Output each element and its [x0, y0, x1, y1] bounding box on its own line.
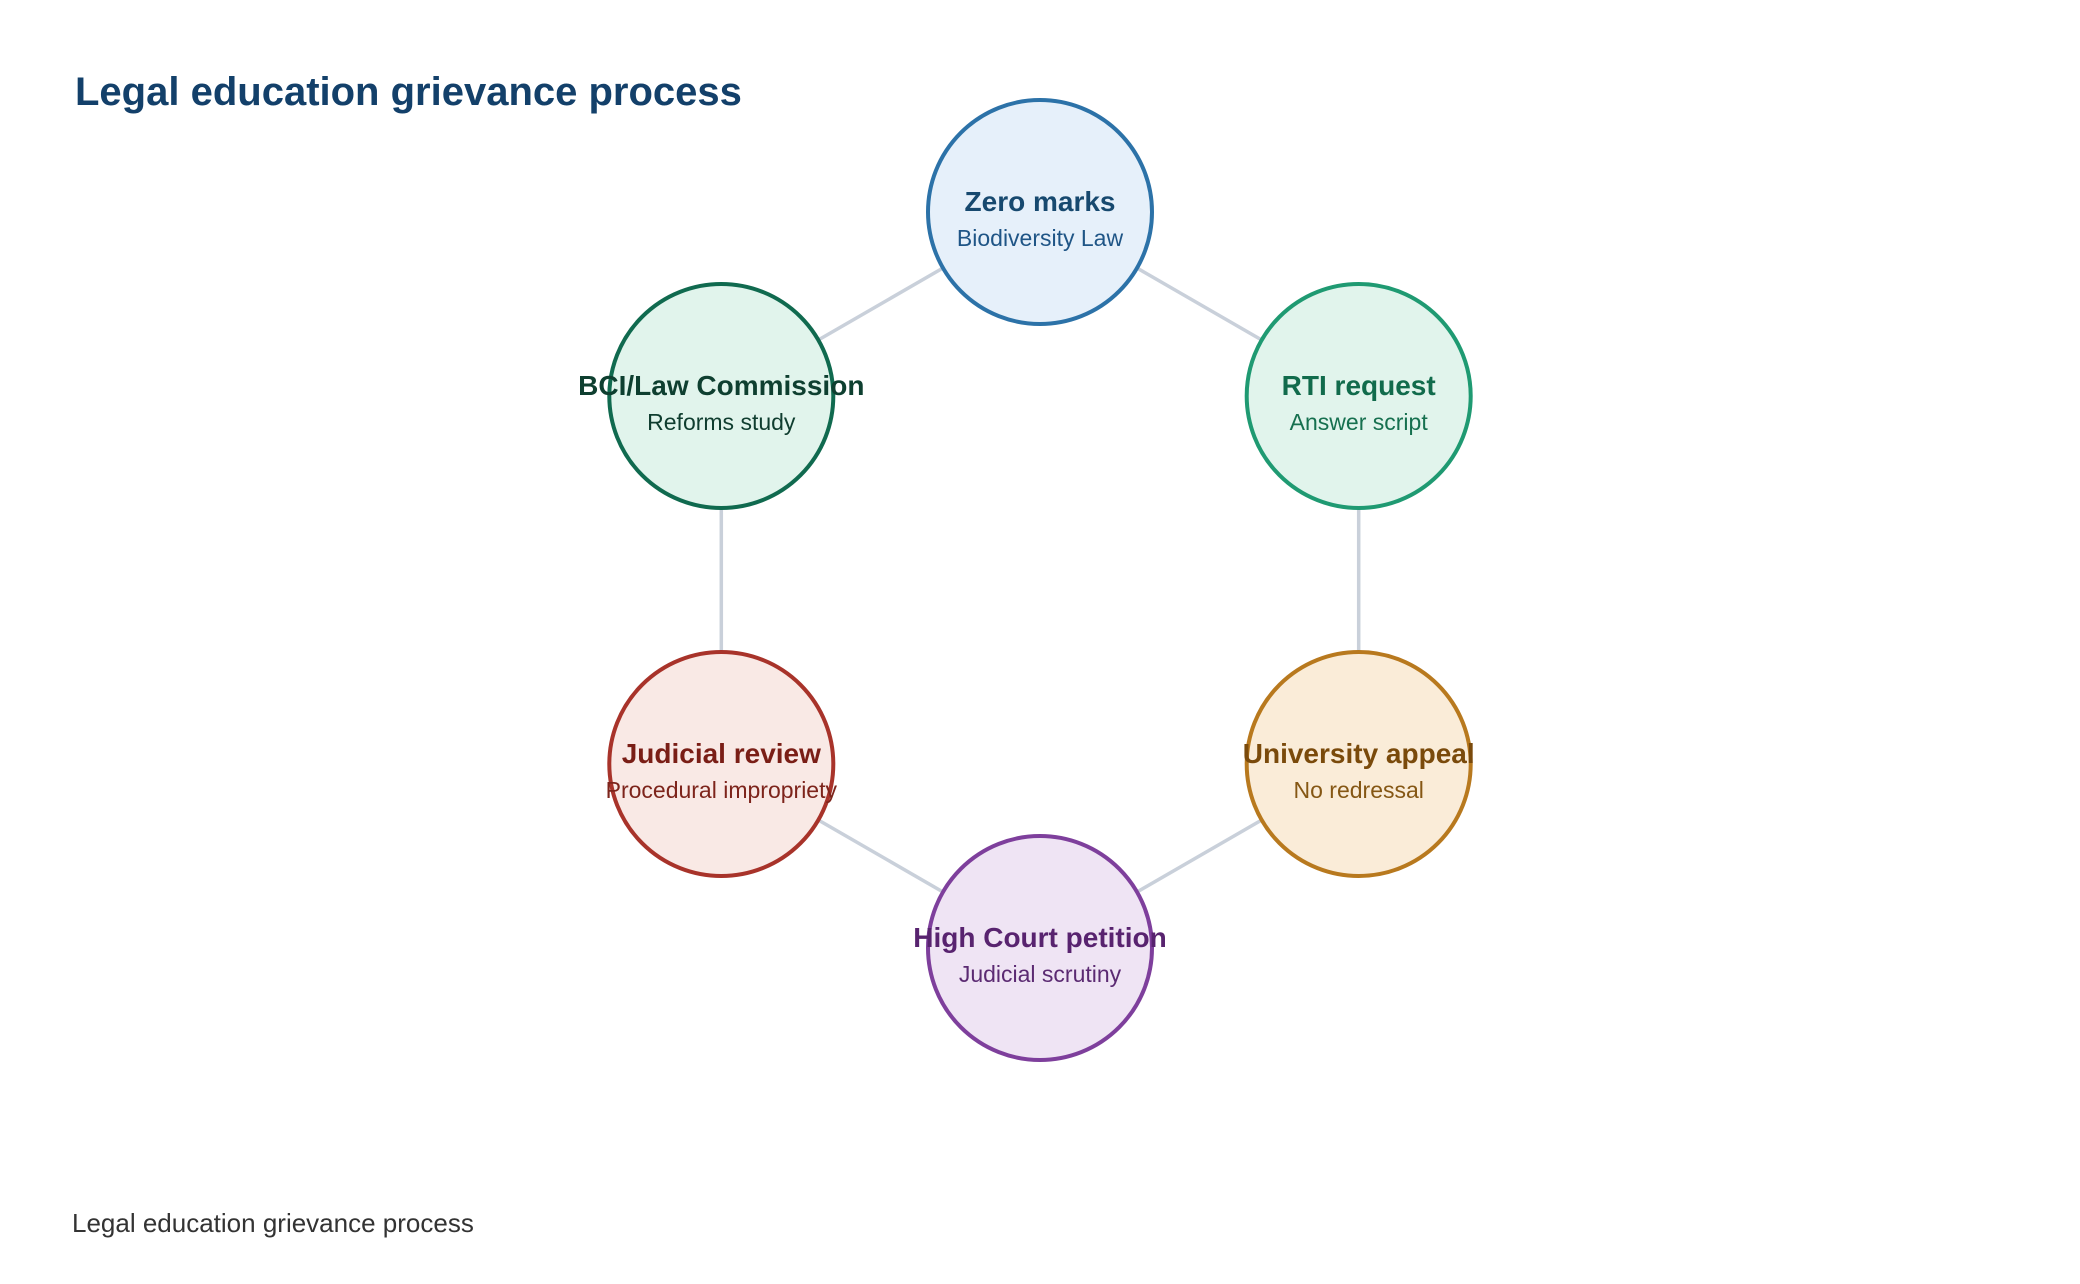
node-subtitle-rti-request: Answer script: [1290, 409, 1429, 435]
node-subtitle-high-court-petition: Judicial scrutiny: [959, 961, 1122, 987]
node-circle-zero-marks: [926, 98, 1154, 326]
node-subtitle-bci-law-commission: Reforms study: [647, 409, 796, 435]
connector-high-court-petition-to-judicial-review: [817, 818, 944, 894]
node-title-high-court-petition: High Court petition: [913, 922, 1167, 953]
connector-zero-marks-to-rti-request: [1136, 266, 1263, 342]
node-title-university-appeal: University appeal: [1243, 738, 1475, 769]
node-subtitle-university-appeal: No redressal: [1294, 777, 1424, 803]
node-circle-judicial-review: [607, 650, 836, 878]
connector-bci-law-commission-to-zero-marks: [817, 266, 944, 342]
connector-layer: [719, 266, 1361, 894]
node-title-zero-marks: Zero marks: [965, 186, 1116, 217]
node-university-appeal: University appeal No redressal: [1243, 650, 1475, 878]
node-circle-high-court-petition: [926, 834, 1154, 1062]
node-title-judicial-review: Judicial review: [622, 738, 821, 769]
connector-university-appeal-to-high-court-petition: [1136, 818, 1263, 894]
diagram-caption: Legal education grievance process: [72, 1208, 474, 1238]
node-circle-bci-law-commission: [607, 282, 836, 510]
node-circle-rti-request: [1244, 282, 1473, 510]
node-subtitle-zero-marks: Biodiversity Law: [957, 225, 1124, 251]
node-title-bci-law-commission: BCI/Law Commission: [578, 370, 864, 401]
node-circle-university-appeal: [1244, 650, 1473, 878]
diagram-title: Legal education grievance process: [75, 70, 742, 114]
node-subtitle-judicial-review: Procedural impropriety: [606, 777, 838, 803]
node-title-rti-request: RTI request: [1282, 370, 1436, 401]
